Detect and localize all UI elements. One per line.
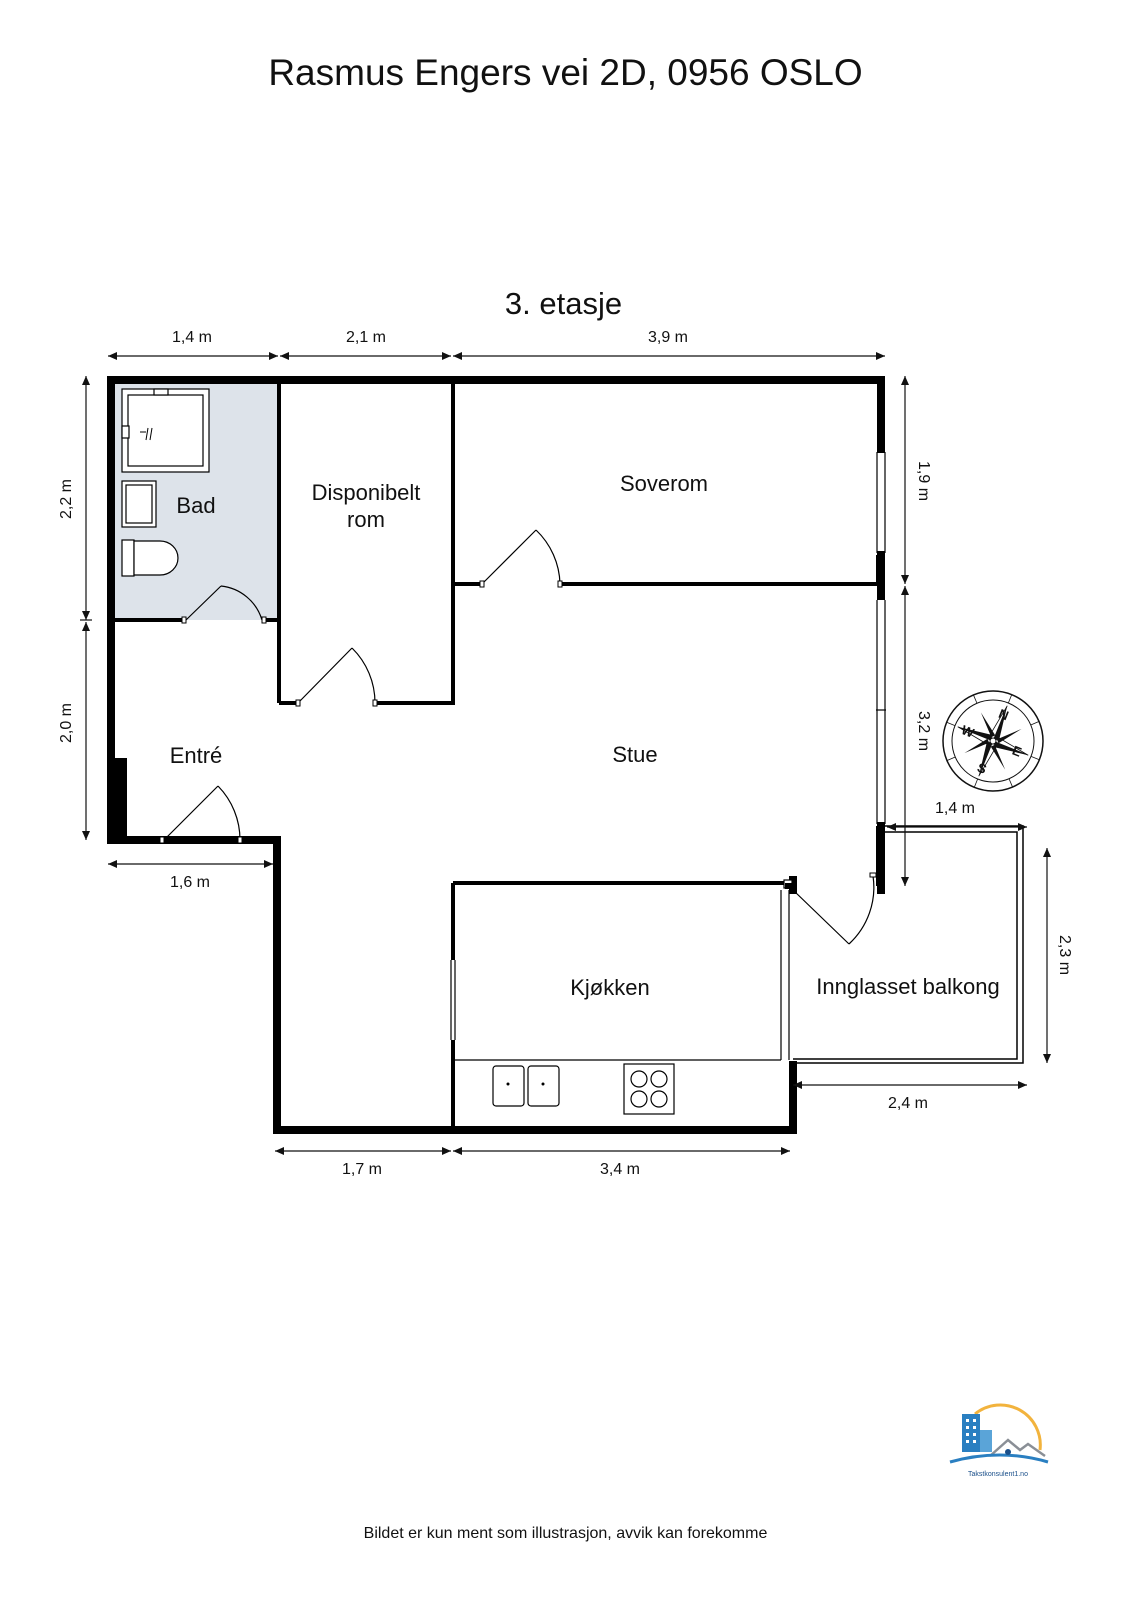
interior-walls — [113, 382, 879, 1128]
room-label-disponibelt: Disponibelt — [312, 480, 421, 505]
dim-top-2: 2,1 m — [346, 329, 386, 346]
compass-w: W — [959, 722, 977, 741]
dim-balcony-top: 1,4 m — [935, 800, 975, 817]
room-label-kjokken: Kjøkken — [570, 975, 649, 1000]
address-title: Rasmus Engers vei 2D, 0956 OSLO — [268, 52, 863, 93]
balcony-outline — [793, 825, 1024, 1064]
room-label-soverom: Soverom — [620, 471, 708, 496]
room-label-balkong: Innglasset balkong — [816, 974, 999, 999]
door-stops — [159, 580, 877, 878]
dim-balcony-right: 2,3 m — [1056, 935, 1073, 975]
sink-drains — [506, 1082, 545, 1086]
kitchen-glazing — [450, 879, 793, 1060]
doors — [163, 529, 875, 945]
takstkonsulent-logo: Takstkonsulent1.no — [949, 1403, 1049, 1478]
dim-left-upper: 2,2 m — [58, 479, 75, 519]
dim-bottom-2: 3,4 m — [600, 1161, 640, 1178]
dim-top-1: 1,4 m — [172, 329, 212, 346]
kitchen-counter — [455, 1059, 781, 1115]
dim-right-lower: 3,2 m — [915, 711, 932, 751]
dim-bottom-1: 1,7 m — [342, 1161, 382, 1178]
dim-left-lower: 2,0 m — [58, 703, 75, 743]
windows-right — [876, 452, 886, 824]
shower-icon — [140, 427, 153, 441]
dimension-lines — [82, 352, 1051, 1155]
wall-left-entre — [111, 758, 127, 840]
room-label-entre: Entré — [170, 743, 223, 768]
compass-rose-icon: N E S W — [942, 690, 1044, 792]
floor-label: 3. etasje — [0, 286, 1131, 322]
room-label-stue: Stue — [612, 742, 657, 767]
dim-balcony-bottom: 2,4 m — [888, 1095, 928, 1112]
bathroom-fixtures — [121, 388, 210, 577]
compass-s: S — [975, 760, 989, 777]
floor-label-text: 3. etasje — [504, 286, 623, 321]
wall-right-mid — [876, 555, 885, 585]
footer-note: Bildet er kun ment som illustrasjon, avv… — [363, 1525, 768, 1542]
dim-top-3: 3,9 m — [648, 329, 688, 346]
dim-right-upper: 1,9 m — [915, 461, 932, 501]
wall-right-low — [876, 826, 885, 886]
room-label-disponibelt-2: rom — [347, 507, 385, 532]
room-label-bad: Bad — [176, 493, 215, 518]
kitchen-balcony-wall — [785, 883, 793, 889]
dim-entre-bottom: 1,6 m — [170, 874, 210, 891]
logo-text: Takstkonsulent1.no — [968, 1471, 1028, 1478]
